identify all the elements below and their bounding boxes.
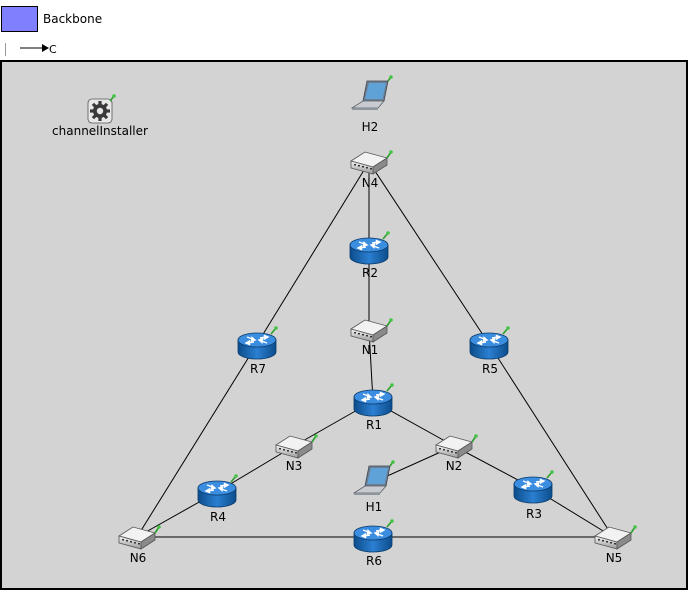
node-label-n3: N3 xyxy=(286,459,303,473)
node-h1[interactable]: H1 xyxy=(353,459,396,514)
channel-label: C xyxy=(49,43,57,56)
node-label-r4: R4 xyxy=(210,510,226,524)
node-label-n4: N4 xyxy=(362,176,379,190)
network-color-swatch xyxy=(1,6,38,32)
node-r7[interactable]: R7 xyxy=(237,325,279,376)
node-label-r1: R1 xyxy=(366,418,382,432)
node-h2[interactable]: H2 xyxy=(351,74,394,134)
legend: Backbone C xyxy=(0,0,688,60)
node-n2[interactable]: N2 xyxy=(435,433,479,473)
node-r3[interactable]: R3 xyxy=(513,469,555,521)
legend-tick xyxy=(5,43,6,56)
node-n1[interactable]: N1 xyxy=(350,317,394,357)
node-label-n2: N2 xyxy=(446,459,463,473)
node-label-channelinstaller: channelInstaller xyxy=(52,124,148,138)
channel-arrow-icon xyxy=(20,44,49,52)
node-n6[interactable]: N6 xyxy=(118,524,162,565)
node-r1[interactable]: R1 xyxy=(353,382,395,432)
node-label-r3: R3 xyxy=(526,507,542,521)
link-n1-r1 xyxy=(368,329,374,402)
node-label-n1: N1 xyxy=(362,343,379,357)
node-channelinstaller[interactable]: channelInstaller xyxy=(52,93,148,138)
link-n4-r5 xyxy=(368,161,490,345)
node-r4[interactable]: R4 xyxy=(197,473,239,524)
node-n3[interactable]: N3 xyxy=(275,433,319,473)
node-label-r6: R6 xyxy=(366,554,382,568)
node-n5[interactable]: N5 xyxy=(594,524,638,565)
link-n4-r7 xyxy=(256,161,370,345)
network-name-label: Backbone xyxy=(43,12,103,26)
node-n4[interactable]: N4 xyxy=(350,149,394,190)
node-label-r7: R7 xyxy=(250,362,266,376)
node-label-h1: H1 xyxy=(366,500,383,514)
node-r5[interactable]: R5 xyxy=(469,325,511,376)
node-r2[interactable]: R2 xyxy=(349,230,391,280)
node-label-n5: N5 xyxy=(606,551,623,565)
node-r6[interactable]: R6 xyxy=(353,518,395,568)
link-r7-n6 xyxy=(136,343,258,538)
node-label-h2: H2 xyxy=(362,120,379,134)
node-label-r5: R5 xyxy=(482,362,498,376)
node-label-r2: R2 xyxy=(362,266,378,280)
link-r5-n5 xyxy=(488,343,614,538)
network-background xyxy=(0,60,688,590)
node-label-n6: N6 xyxy=(130,551,147,565)
